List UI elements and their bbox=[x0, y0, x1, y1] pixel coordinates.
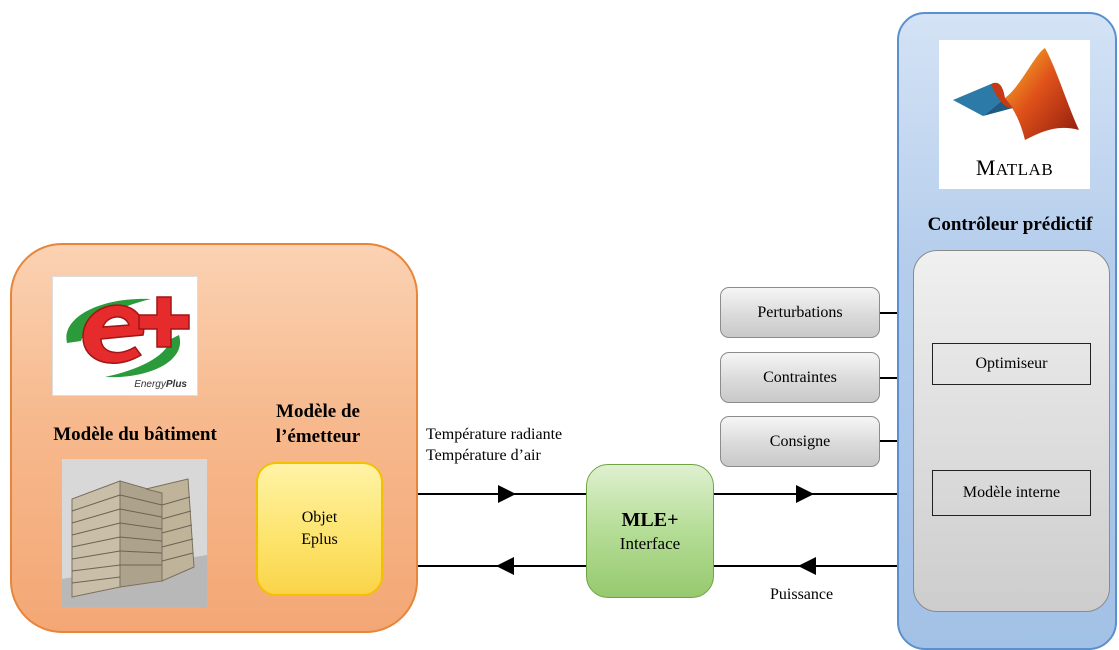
input-perturbations: Perturbations bbox=[720, 287, 880, 338]
mle-subtitle: Interface bbox=[619, 534, 681, 553]
arrow-right-icon bbox=[796, 485, 814, 503]
energyplus-wordmark: EnergyPlus bbox=[134, 379, 187, 390]
emitter-title-line-1: Modèle de bbox=[276, 401, 360, 422]
internal-model-box: Modèle interne bbox=[932, 470, 1091, 516]
input-contraintes: Contraintes bbox=[720, 352, 880, 403]
arrow-left-icon bbox=[496, 557, 514, 575]
arrow-left-icon bbox=[798, 557, 816, 575]
input-consigne: Consigne bbox=[720, 416, 880, 467]
arrow-right-icon bbox=[498, 485, 516, 503]
emitter-box-line-2: Eplus bbox=[301, 531, 338, 548]
signal-power: Puissance bbox=[770, 586, 834, 603]
controller-title: Contrôleur prédictif bbox=[927, 214, 1093, 235]
signal-air-temperature: Température d’air bbox=[426, 447, 541, 464]
optimizer-box: Optimiseur bbox=[932, 343, 1091, 385]
upper-signal-labels: Température radiante Température d’air bbox=[426, 424, 562, 466]
mle-title: MLE+ bbox=[621, 509, 679, 531]
building-model-title: Modèle du bâtiment bbox=[53, 424, 217, 445]
emitter-title-line-2: l’émetteur bbox=[275, 426, 361, 447]
energyplus-logo-icon bbox=[66, 296, 190, 378]
matlab-membrane-icon bbox=[953, 48, 1079, 140]
emitter-box-line-1: Objet bbox=[301, 509, 338, 526]
building-3d-icon bbox=[62, 459, 207, 607]
matlab-wordmark: MATLAB bbox=[975, 155, 1054, 180]
signal-radiant-temperature: Température radiante bbox=[426, 426, 563, 443]
emitter-object-box: Objet Eplus bbox=[256, 462, 383, 596]
controller-inner-panel bbox=[913, 250, 1110, 612]
building-image bbox=[62, 459, 207, 607]
energyplus-logo: EnergyPlus bbox=[52, 276, 198, 396]
mle-interface-box: MLE+ Interface bbox=[586, 464, 714, 598]
matlab-logo: MATLAB bbox=[939, 40, 1090, 189]
emitter-model-title: Modèle de l’émetteur bbox=[248, 399, 388, 449]
